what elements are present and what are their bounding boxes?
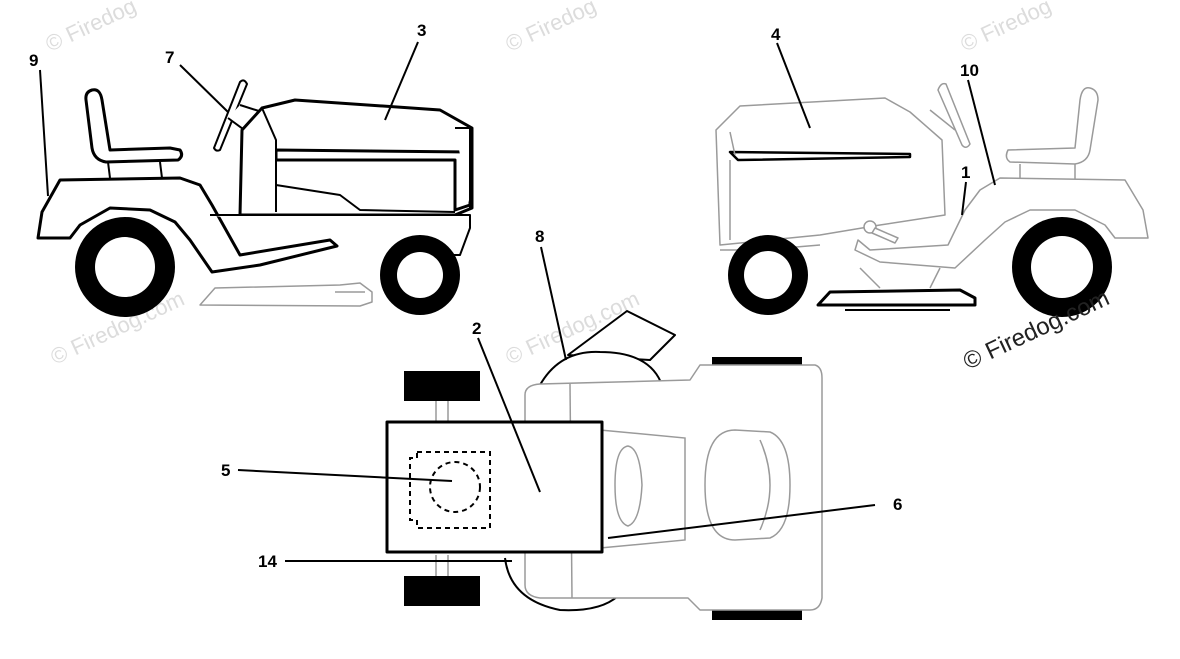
callout-9: 9 [29,51,38,70]
callout-2: 2 [472,319,481,338]
decal-dashed-circle [429,461,481,513]
decal-dashed-outline [409,451,491,529]
front-tire-bottom [404,576,480,606]
callout-14: 14 [258,552,277,571]
watermark-top-mid: © Firedog [502,0,600,57]
callout-1: 1 [961,163,970,182]
mower-deck-left [199,282,373,307]
rear-tire-bottom [712,610,802,620]
watermark-top-left: © Firedog [42,0,140,57]
callout-10: 10 [960,61,979,80]
callout-5: 5 [221,461,230,480]
rear-fender-right [854,177,1149,269]
leader-lines [39,41,996,562]
callout-4: 4 [771,25,781,44]
rear-tire-top [712,357,802,367]
hood-top-rect [385,420,604,554]
watermark-top-right: © Firedog [957,0,1055,57]
callout-3: 3 [417,21,426,40]
tractor-side-view-left [36,79,474,317]
front-tire-top [404,371,480,401]
callout-8: 8 [535,227,544,246]
callout-labels: 9 7 3 4 10 1 8 2 5 6 14 [29,21,979,571]
callout-6: 6 [893,495,902,514]
mower-deck-right [816,288,977,307]
hood-right [715,97,946,246]
tractor-top-view [385,310,823,620]
rear-fender-left [36,176,339,274]
callout-7: 7 [165,48,174,67]
seat-left [84,88,184,164]
dash-oval [614,445,643,527]
seat-top-view [704,429,791,541]
seat-right [1005,87,1099,165]
tractor-side-view-right [715,82,1149,317]
